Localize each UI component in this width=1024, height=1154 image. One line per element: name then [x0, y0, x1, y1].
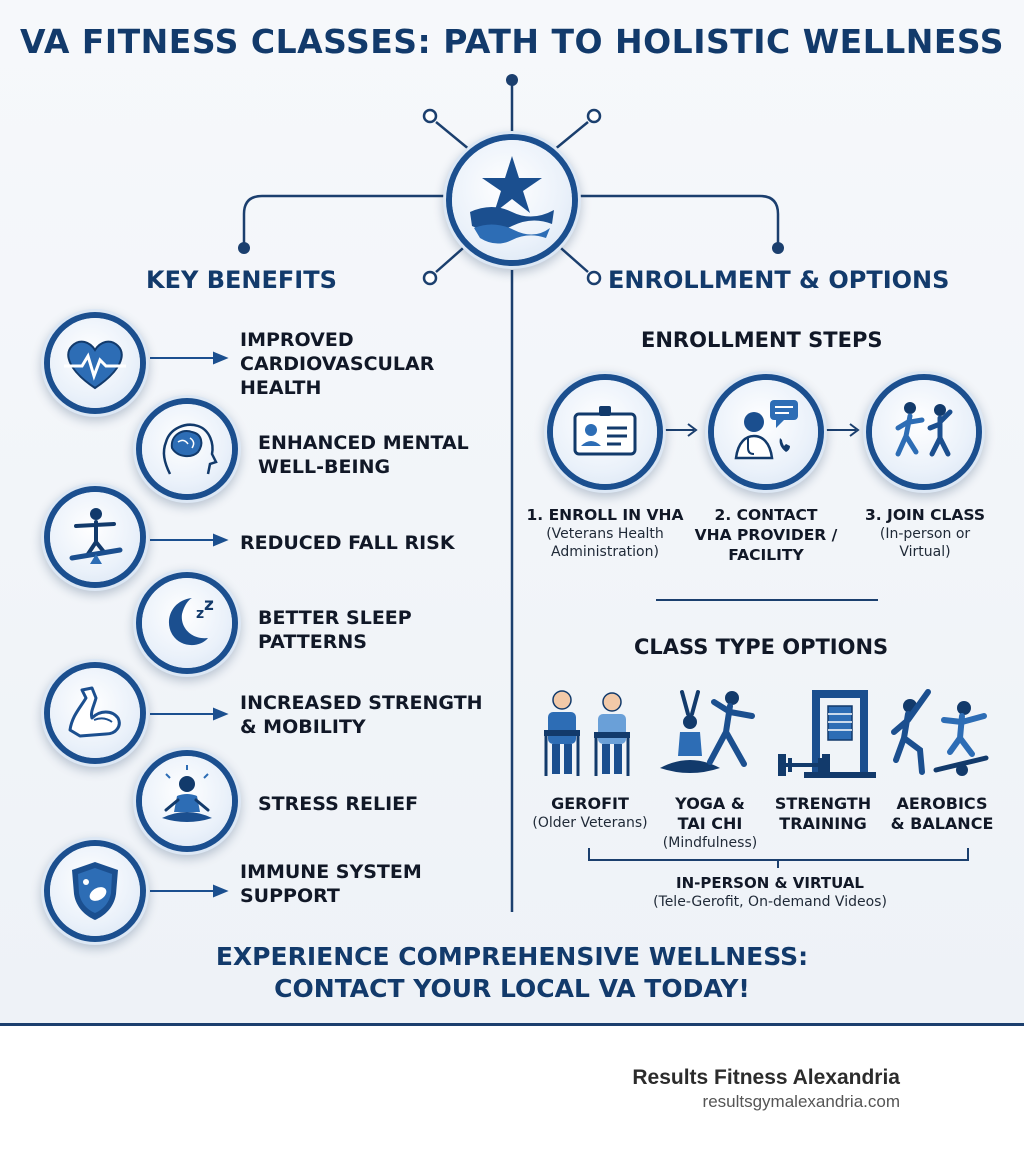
benefit-text: ENHANCED MENTAL: [258, 432, 469, 454]
brand-url[interactable]: resultsgymalexandria.com: [702, 1092, 900, 1111]
benefit-label-mental: ENHANCED MENTAL WELL-BEING: [258, 431, 469, 479]
balance-board-icon: [69, 508, 123, 564]
step-title: 1. ENROLL IN VHA: [526, 506, 684, 524]
central-emblem: [452, 140, 572, 260]
class-title: TAI CHI: [677, 814, 743, 833]
benefit-label-cardio: IMPROVED CARDIOVASCULAR HEALTH: [240, 328, 434, 400]
aerobics-icon: [891, 689, 989, 776]
class-title: TRAINING: [779, 814, 867, 833]
key-benefits-heading: KEY BENEFITS: [146, 266, 337, 294]
benefit-text: PATTERNS: [258, 631, 367, 653]
benefit-circle-mental: [142, 404, 232, 494]
benefit-text: SUPPORT: [240, 885, 340, 907]
class-types-heading: CLASS TYPE OPTIONS: [634, 635, 889, 659]
star-wave-icon: [470, 156, 554, 244]
page-title: VA FITNESS CLASSES: PATH TO HOLISTIC WEL…: [20, 22, 1004, 61]
cta-line-1: EXPERIENCE COMPREHENSIVE WELLNESS:: [215, 942, 809, 971]
benefit-text: WELL-BEING: [258, 456, 391, 478]
class-subtitle: (Older Veterans): [532, 815, 648, 831]
shield-cell-icon: [72, 862, 118, 920]
id-card-icon: [573, 406, 637, 456]
benefit-circle-fall: [50, 492, 140, 582]
class-type-illustrations: [544, 689, 989, 778]
step-subtitle: Virtual): [899, 544, 951, 560]
class-title: AEROBICS: [896, 794, 988, 813]
footer-divider: [0, 1023, 1024, 1026]
doctor-phone-icon: [734, 400, 798, 460]
class-title: YOGA &: [675, 794, 745, 813]
step-text-join: 3. JOIN CLASS (In-person or Virtual): [860, 505, 990, 561]
enrollment-heading: ENROLLMENT & OPTIONS: [608, 266, 950, 294]
weight-machine-icon: [778, 690, 876, 778]
step-subtitle: Administration): [551, 544, 659, 560]
mode-subtitle: (Tele-Gerofit, On-demand Videos): [653, 894, 887, 910]
benefit-text: STRESS RELIEF: [258, 793, 419, 815]
yoga-icon: [660, 690, 755, 773]
benefit-text: BETTER SLEEP: [258, 607, 412, 629]
benefit-text: IMPROVED: [240, 329, 354, 351]
class-text-strength: STRENGTH TRAINING: [765, 794, 881, 834]
step-subtitle: (In-person or: [879, 526, 971, 542]
step-subtitle: (Veterans Health: [546, 526, 664, 542]
footer: [0, 1026, 1024, 1154]
class-subtitle: (Mindfulness): [662, 835, 758, 851]
connector-lines: [150, 74, 969, 912]
class-title: GEROFIT: [551, 794, 629, 813]
step-title: 3. JOIN CLASS: [864, 506, 986, 524]
step-title: VHA PROVIDER /: [694, 526, 838, 544]
benefit-label-strength: INCREASED STRENGTH & MOBILITY: [240, 691, 483, 739]
benefit-circle-sleep: z z: [142, 578, 232, 668]
step-circle-contact: [714, 380, 818, 484]
brain-head-icon: [162, 423, 218, 475]
svg-text:z: z: [204, 595, 214, 615]
class-title: & BALANCE: [890, 814, 994, 833]
seniors-icon: [544, 690, 630, 776]
step-title: 2. CONTACT: [714, 506, 818, 524]
meditation-icon: [162, 765, 212, 822]
step-text-enroll: 1. ENROLL IN VHA (Veterans Health Admini…: [520, 505, 690, 561]
class-text-yoga: YOGA & TAI CHI (Mindfulness): [650, 794, 770, 852]
svg-text:z: z: [196, 606, 204, 622]
flexed-arm-icon: [68, 686, 121, 738]
benefit-label-stress: STRESS RELIEF: [258, 792, 418, 816]
benefit-text: HEALTH: [240, 377, 322, 399]
benefit-label-immune: IMMUNE SYSTEM SUPPORT: [240, 860, 422, 908]
benefit-label-sleep: BETTER SLEEP PATTERNS: [258, 606, 412, 654]
benefit-circle-cardio: [50, 318, 140, 408]
benefit-label-fall: REDUCED FALL RISK: [240, 531, 455, 555]
benefit-text: CARDIOVASCULAR: [240, 353, 435, 375]
step-title: FACILITY: [728, 546, 804, 564]
heart-pulse-icon: [64, 340, 126, 390]
moon-sleep-icon: z z: [168, 595, 214, 646]
mode-title: IN-PERSON & VIRTUAL: [676, 874, 864, 892]
step-circle-enroll: [553, 380, 657, 484]
benefit-text: INCREASED STRENGTH: [240, 692, 483, 714]
class-text-gerofit: GEROFIT (Older Veterans): [525, 794, 655, 832]
benefit-text: & MOBILITY: [240, 716, 366, 738]
benefit-circle-immune: [50, 846, 140, 936]
benefit-text: IMMUNE SYSTEM: [240, 861, 422, 883]
enrollment-steps-heading: ENROLLMENT STEPS: [641, 328, 883, 352]
cta-line-2: CONTACT YOUR LOCAL VA TODAY!: [274, 974, 750, 1003]
step-text-contact: 2. CONTACT VHA PROVIDER / FACILITY: [686, 505, 846, 565]
class-text-aerobics: AEROBICS & BALANCE: [880, 794, 1004, 834]
step-circle-join: [872, 380, 976, 484]
class-mode-note: IN-PERSON & VIRTUAL (Tele-Gerofit, On-de…: [610, 873, 930, 911]
benefit-circle-stress: [142, 756, 232, 846]
class-title: STRENGTH: [774, 794, 872, 813]
exercise-people-icon: [895, 402, 953, 457]
brand-name: Results Fitness Alexandria: [632, 1066, 900, 1089]
benefit-circle-strength: [50, 668, 140, 758]
benefit-text: REDUCED FALL RISK: [240, 532, 455, 554]
